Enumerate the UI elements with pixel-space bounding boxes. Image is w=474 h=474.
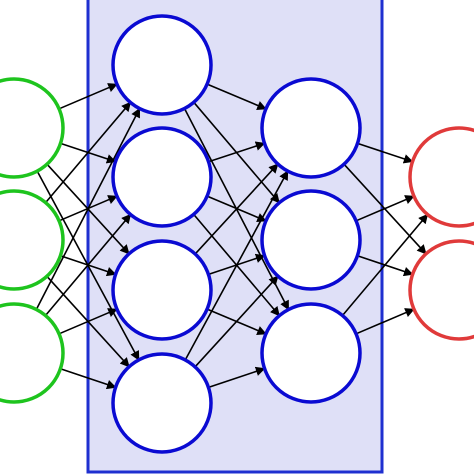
hidden-layer-3-node-1: [260, 77, 362, 179]
hidden-layer-3-node-3: [260, 302, 362, 404]
neurons: [0, 14, 474, 454]
edge-l3n1-to-l4n1: [357, 142, 414, 164]
edge-l1n3-to-l2n2: [44, 213, 132, 317]
edge-l3n3-to-l4n2: [355, 308, 415, 335]
edge-l2n4-to-l3n1: [184, 170, 289, 361]
edge-l1n3-to-l2n4: [60, 367, 117, 390]
input-layer-1-node-3: [0, 302, 65, 404]
hidden-layer-2-node-2: [111, 126, 213, 228]
edge-l1n2-to-l2n1: [44, 101, 132, 204]
edge-l1n3-to-l2n1: [35, 107, 141, 310]
hidden-layer-2-node-1: [111, 14, 213, 116]
output-layer-4-node-2: [408, 239, 474, 341]
input-layer-1-node-2: [0, 189, 65, 291]
edge-l1n1-to-l2n1: [58, 83, 118, 110]
hidden-layer-2-node-4: [111, 352, 213, 454]
edge-l3n3-to-l4n1: [341, 213, 429, 317]
input-layer-1-node-1: [0, 77, 65, 179]
edge-l2n2-to-l3n1: [208, 141, 266, 163]
hidden-layer-2-node-3: [111, 239, 213, 341]
edge-l1n3-to-l2n3: [58, 308, 118, 335]
output-layer-4-node-1: [408, 126, 474, 228]
connections: [35, 83, 429, 390]
edge-l2n3-to-l3n1: [194, 163, 279, 255]
hidden-layer-3-node-2: [260, 189, 362, 291]
edge-l3n2-to-l4n1: [355, 195, 415, 222]
edge-l2n4-to-l3n3: [208, 366, 266, 389]
edge-l2n1-to-l3n1: [206, 83, 267, 110]
edge-l2n4-to-l3n2: [194, 275, 279, 368]
